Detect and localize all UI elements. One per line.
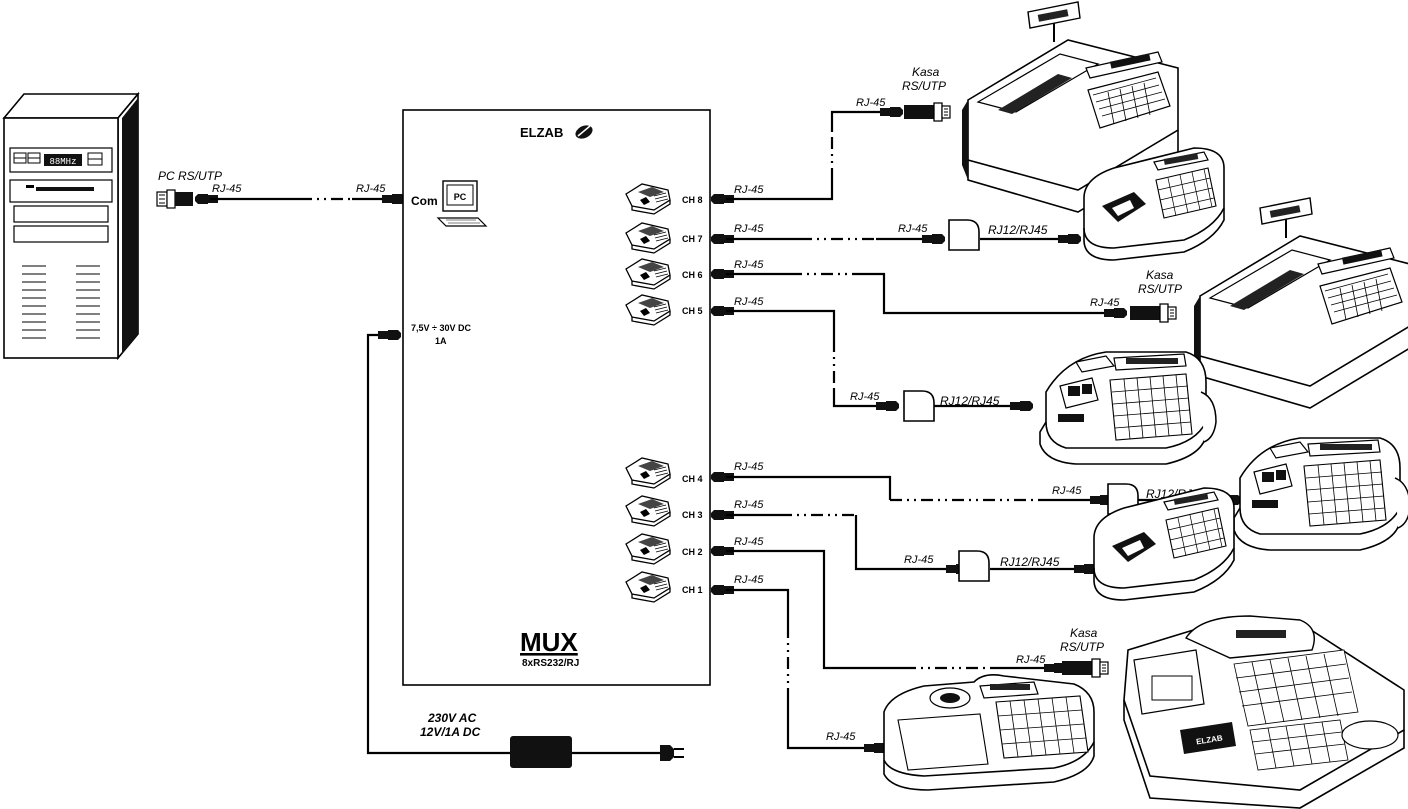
channel-label-8: CH 8 bbox=[682, 195, 703, 205]
rj45-label-ch7: RJ-45 bbox=[734, 223, 764, 235]
pc-frequency-display bbox=[44, 154, 82, 166]
rj12-label-ch7: RJ12/RJ45 bbox=[988, 223, 1048, 237]
register-brand-label: ELZAB bbox=[1195, 733, 1223, 746]
channel-label-1: CH 1 bbox=[682, 585, 703, 595]
pc-rs-utp-adapter bbox=[156, 189, 193, 209]
rj45-label-ch1: RJ-45 bbox=[734, 574, 764, 586]
rj45-label-ch6: RJ-45 bbox=[734, 259, 764, 271]
kasa-label-bottom: Kasa bbox=[1070, 626, 1098, 640]
elzab-logo-icon bbox=[575, 125, 593, 139]
rj45-label-ch5: RJ-45 bbox=[734, 296, 764, 308]
pc-icon: PC bbox=[436, 180, 488, 227]
rj45-label-ch7-end: RJ-45 bbox=[898, 223, 928, 235]
power-output-label: 12V/1A DC bbox=[420, 725, 481, 739]
mux-brand: ELZAB bbox=[520, 125, 563, 140]
rj45-label-ch4-end: RJ-45 bbox=[1052, 485, 1082, 497]
power-plug-icon bbox=[660, 745, 684, 761]
com-port-label: Com bbox=[411, 194, 438, 208]
rj45-label-ch6-end: RJ-45 bbox=[1090, 297, 1120, 309]
channel-label-7: CH 7 bbox=[682, 234, 703, 244]
rj45-label-ch8-end: RJ-45 bbox=[856, 97, 886, 109]
mux-power-current: 1A bbox=[435, 336, 447, 346]
kasa-label-middle: Kasa bbox=[1146, 268, 1174, 282]
pc-tower: 88MHz bbox=[2, 91, 140, 361]
rs-utp-label-middle: RS/UTP bbox=[1138, 282, 1182, 296]
rs-utp-label-top: RS/UTP bbox=[902, 79, 946, 93]
rj12-label-ch3: RJ12/RJ45 bbox=[1000, 555, 1060, 569]
cash-register-large-middle bbox=[1193, 197, 1408, 409]
pc-icon-text: PC bbox=[454, 192, 467, 202]
rj12-label-ch5: RJ12/RJ45 bbox=[940, 394, 1000, 408]
mux-power-spec: 7,5V ÷ 30V DC bbox=[411, 323, 471, 333]
channel-label-4: CH 4 bbox=[682, 474, 703, 484]
rj45-label-ch5-end: RJ-45 bbox=[850, 391, 880, 403]
channel-label-5: CH 5 bbox=[682, 306, 703, 316]
rj45-label-ch1-end: RJ-45 bbox=[826, 731, 856, 743]
pc-frequency-text: 88MHz bbox=[49, 157, 76, 167]
cash-register-alpha-1 bbox=[1039, 351, 1217, 465]
rj45-label-ch4: RJ-45 bbox=[734, 461, 764, 473]
channel-label-3: CH 3 bbox=[682, 510, 703, 520]
rj45-label-pc-left: RJ-45 bbox=[212, 183, 242, 195]
rj45-label-ch3: RJ-45 bbox=[734, 499, 764, 511]
cash-register-alpha-2 bbox=[1233, 437, 1408, 551]
cash-register-flat bbox=[883, 674, 1095, 791]
power-input-label: 230V AC bbox=[427, 711, 477, 725]
channel-ports: CH 8 CH 7 CH 6 CH 5 CH 4 CH 3 CH 2 CH 1 bbox=[625, 183, 703, 603]
cash-register-elzab-large: ELZAB bbox=[1123, 615, 1405, 809]
rj45-label-pc-right: RJ-45 bbox=[356, 183, 386, 195]
rj45-label-ch8: RJ-45 bbox=[734, 184, 764, 196]
pc-connector-label: PC RS/UTP bbox=[158, 169, 222, 183]
rj45-label-ch2-end: RJ-45 bbox=[1016, 654, 1046, 666]
mux-subtitle: 8xRS232/RJ bbox=[522, 658, 579, 669]
power-adapter bbox=[510, 736, 572, 768]
rj45-label-ch3-end: RJ-45 bbox=[904, 554, 934, 566]
mux-title: MUX bbox=[520, 627, 578, 657]
kasa-label-top: Kasa bbox=[912, 65, 940, 79]
rj45-label-ch2: RJ-45 bbox=[734, 536, 764, 548]
channel-label-2: CH 2 bbox=[682, 547, 703, 557]
rs-utp-label-bottom: RS/UTP bbox=[1060, 640, 1104, 654]
channel-label-6: CH 6 bbox=[682, 270, 703, 280]
